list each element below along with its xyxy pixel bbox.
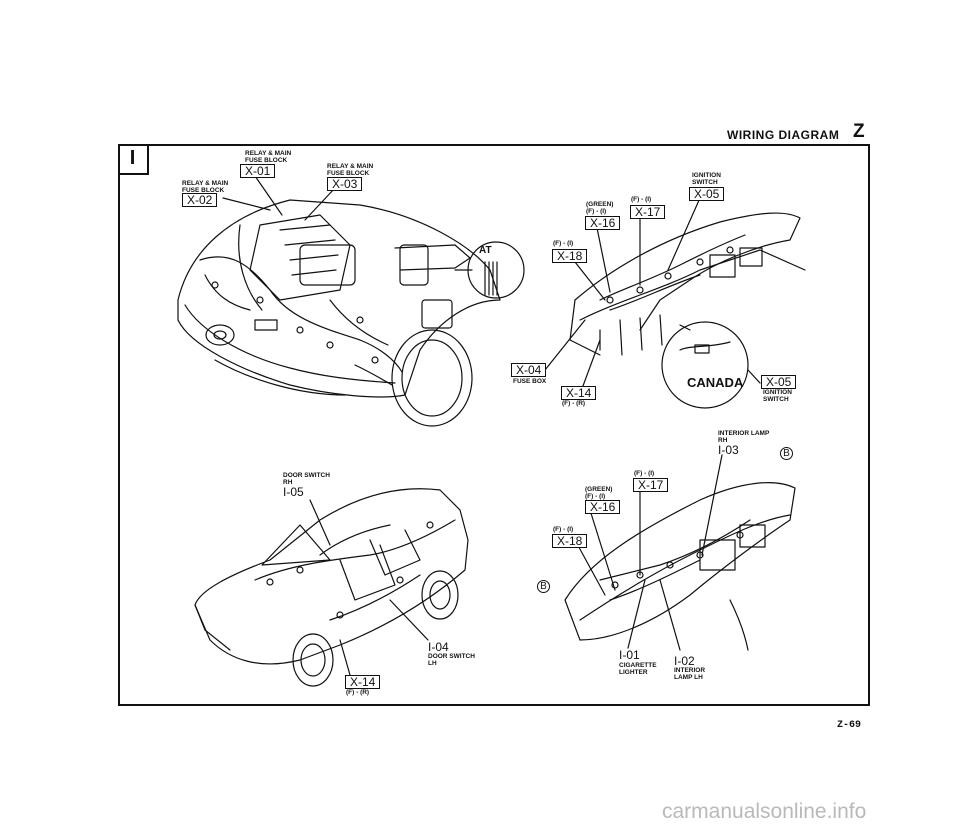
connector-x03: X-03 — [327, 177, 363, 191]
relay-fuse-block-x02-label: RELAY & MAIN FUSE BLOCK — [182, 180, 229, 194]
door-switch-rh-label: DOOR SWITCH RH — [283, 472, 330, 486]
x17-sub-label: (F) - (I) — [631, 196, 652, 203]
connector-x04: X-04 — [511, 363, 547, 377]
page-number: Z-69 — [837, 720, 862, 731]
door-switch-lh-label: DOOR SWITCH LH — [428, 653, 475, 667]
x16-interior-sub-label: (GREEN) (F) - (I) — [585, 486, 613, 500]
connector-x18-interior: X-18 — [552, 534, 588, 548]
connector-x14-body: X-14 — [345, 675, 381, 689]
connector-x16: X-16 — [585, 216, 621, 230]
x17-interior-sub-label: (F) - (I) — [634, 470, 655, 477]
car-body-drawing — [194, 488, 469, 687]
x16-sub-label: (GREEN) (F) - (I) — [586, 201, 614, 215]
ignition-switch-canada-label: IGNITION SWITCH — [763, 389, 792, 403]
interior-dash-drawing — [564, 454, 796, 651]
section-marker: I — [118, 144, 149, 175]
canada-callout-label: CANADA — [687, 375, 744, 390]
connector-i02: I-02 — [674, 654, 695, 668]
connector-x18: X-18 — [552, 249, 588, 263]
x18-sub-label: (F) - (I) — [553, 240, 574, 247]
connector-i03: I-03 — [718, 443, 739, 457]
at-callout-label: AT — [479, 245, 492, 256]
watermark: carmanualsonline.info — [662, 800, 867, 823]
page-title: WIRING DIAGRAM — [727, 128, 840, 142]
x14-dash-sub-label: (F) - (R) — [562, 400, 586, 407]
fuse-box-label: FUSE BOX — [513, 378, 547, 385]
x14-body-sub-label: (F) - (R) — [346, 689, 370, 696]
connector-x02: X-02 — [182, 193, 218, 207]
interior-lamp-rh-label: INTERIOR LAMP RH — [718, 430, 770, 444]
chapter-letter: Z — [853, 121, 865, 142]
engine-bay-drawing — [177, 175, 525, 427]
connector-i04: I-04 — [428, 640, 449, 654]
marker-b-left: B — [537, 580, 550, 593]
relay-fuse-block-x01-label: RELAY & MAIN FUSE BLOCK — [245, 150, 292, 164]
interior-lamp-lh-label: INTERIOR LAMP LH — [674, 667, 706, 681]
cigarette-lighter-label: CIGARETTE LIGHTER — [619, 662, 657, 676]
connector-x17: X-17 — [630, 205, 666, 219]
connector-x14-dash: X-14 — [561, 386, 597, 400]
connector-x05: X-05 — [689, 187, 725, 201]
relay-fuse-block-x03-label: RELAY & MAIN FUSE BLOCK — [327, 163, 374, 177]
x18-interior-sub-label: (F) - (I) — [553, 526, 574, 533]
connector-x05-canada: X-05 — [761, 375, 797, 389]
connector-x01: X-01 — [240, 164, 276, 178]
connector-x16-interior: X-16 — [585, 500, 621, 514]
diagram-frame — [118, 144, 870, 706]
connector-i01: I-01 — [619, 648, 640, 662]
marker-b-right: B — [780, 447, 793, 460]
ignition-switch-label: IGNITION SWITCH — [692, 172, 721, 186]
connector-x17-interior: X-17 — [633, 478, 669, 492]
dashboard-drawing — [544, 197, 806, 409]
connector-i05: I-05 — [283, 485, 304, 499]
